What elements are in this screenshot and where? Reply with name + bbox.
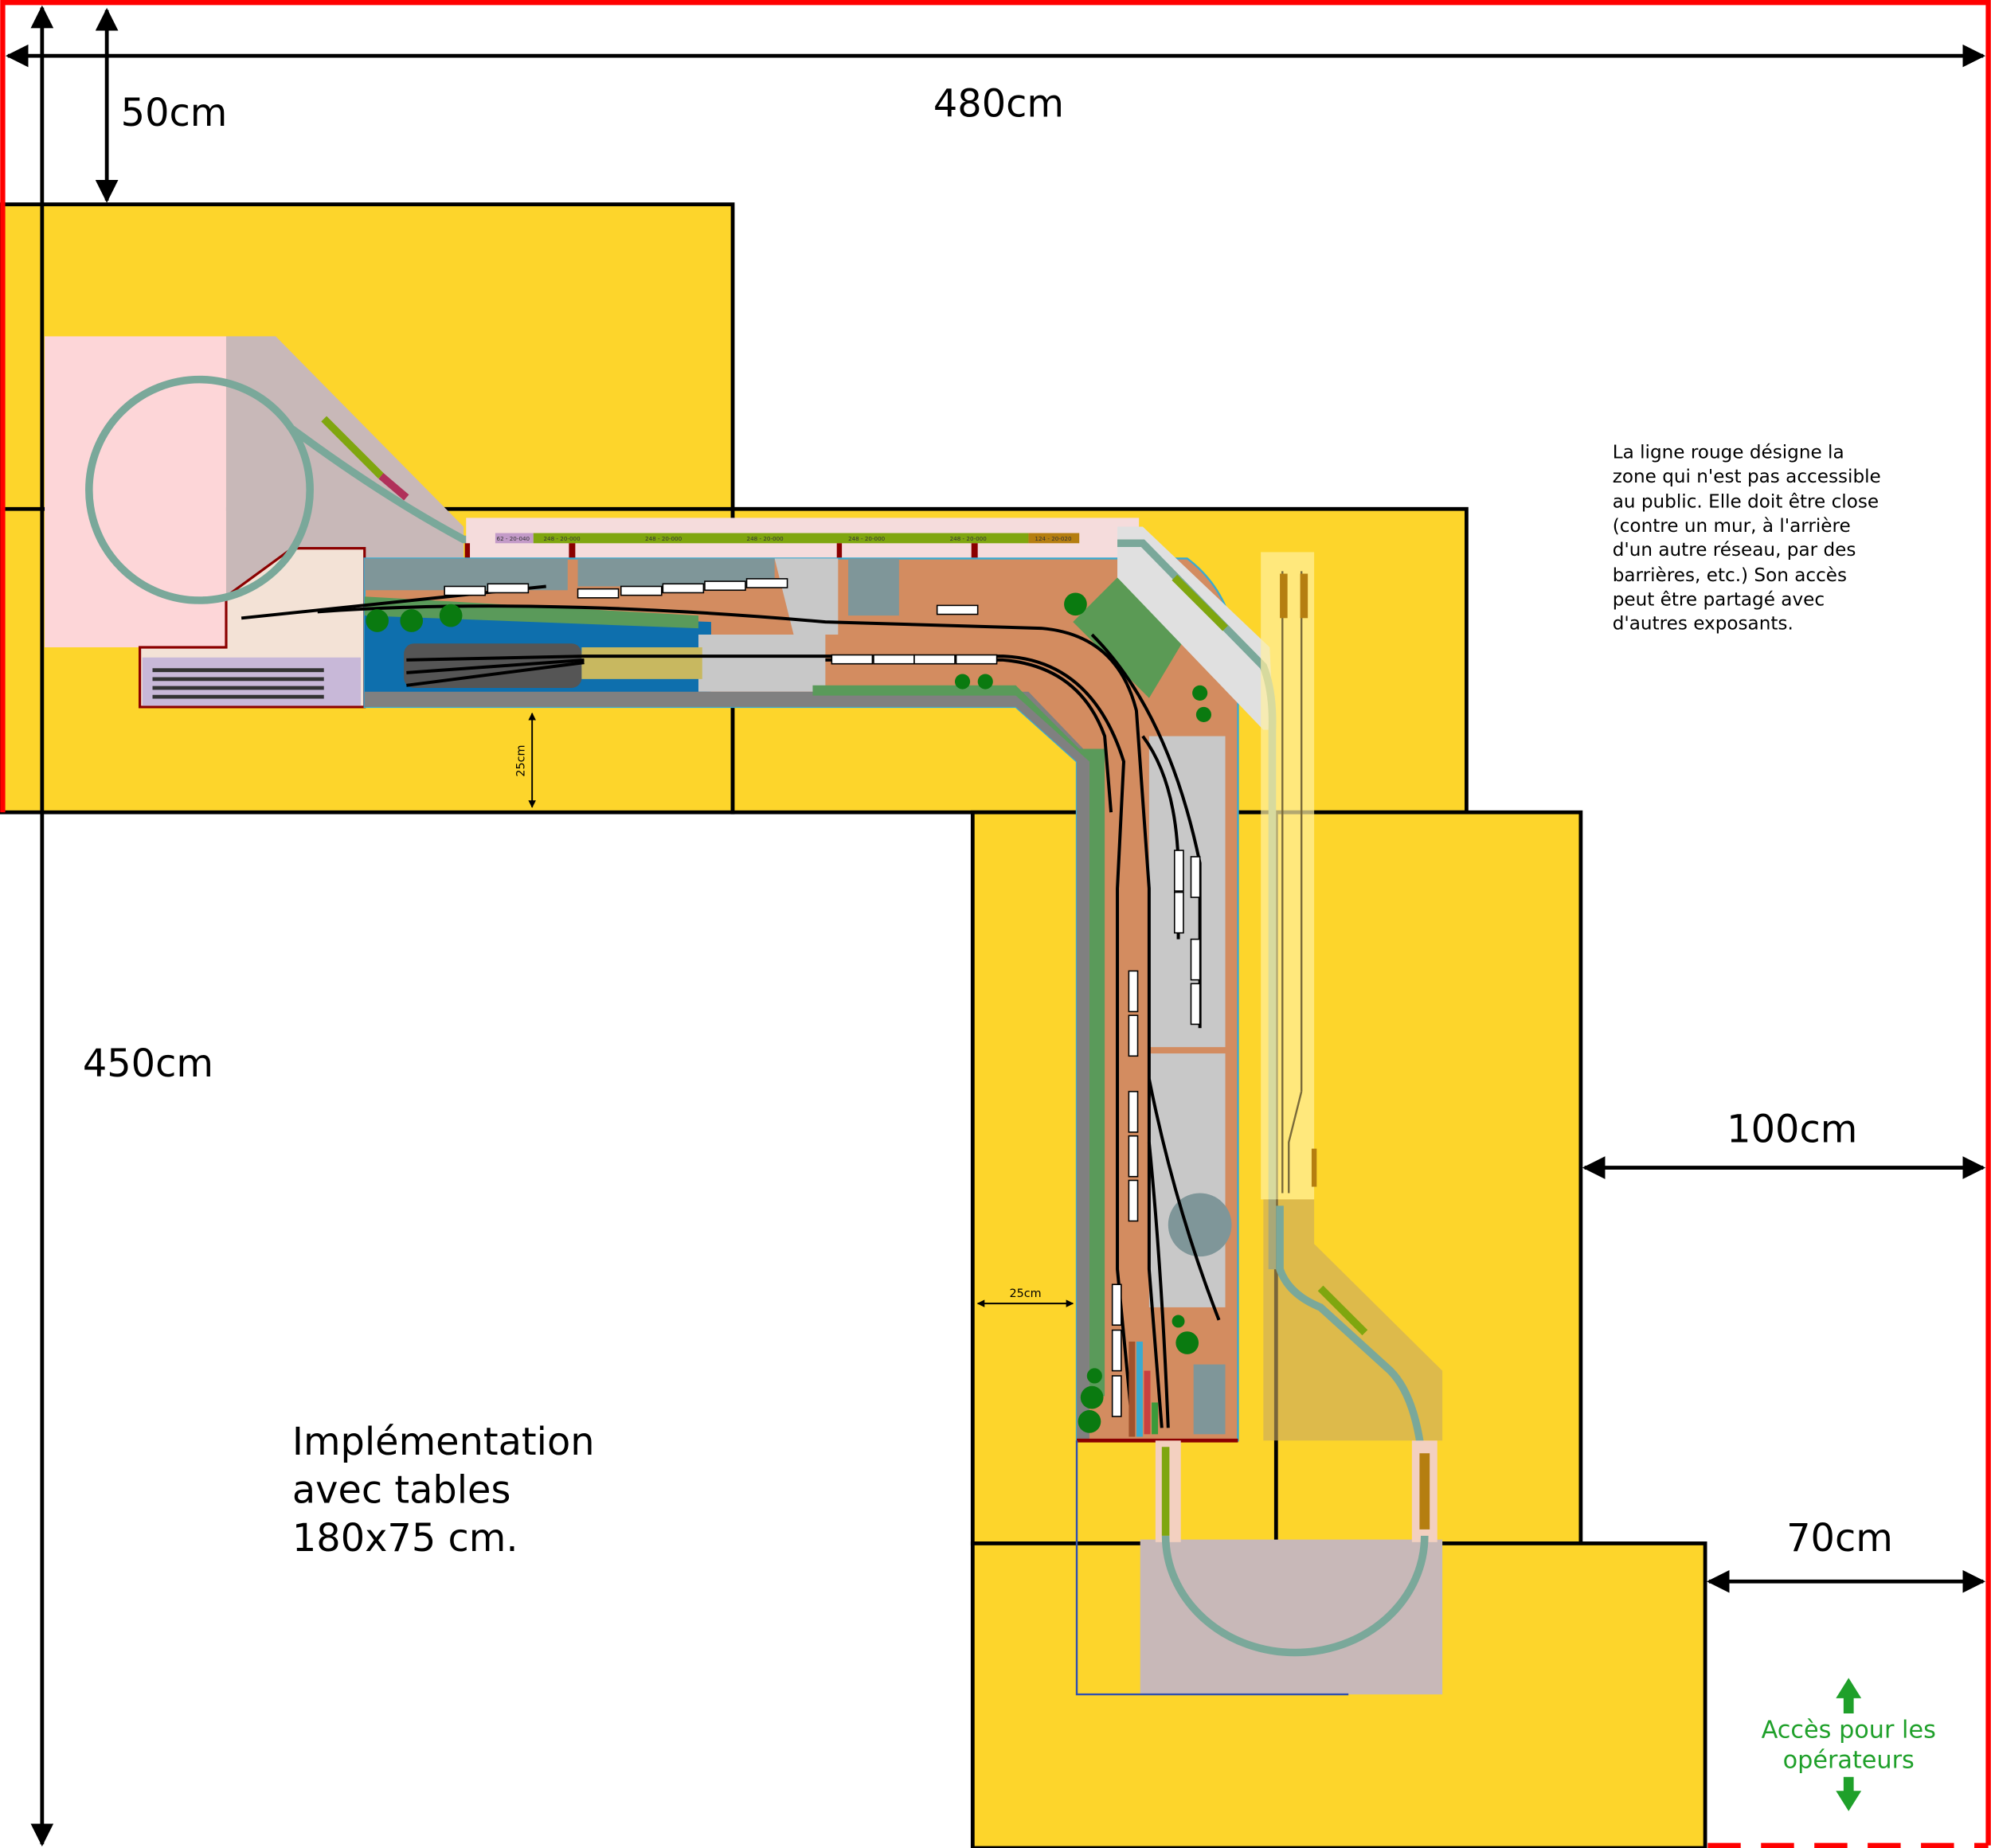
aisle-label-2: 25cm (1010, 1287, 1042, 1300)
arrow-down-icon (1836, 1776, 1862, 1811)
access-line-2: opérateurs (1783, 1747, 1915, 1775)
title-block: Implémentation avec tables 180x75 cm. (292, 1420, 595, 1561)
note-line: d'autres exposants. (1613, 614, 1793, 635)
aisle-label-1: 25cm (515, 745, 528, 777)
top-margin-label: 50cm (121, 92, 228, 135)
track-label: 248 - 20-000 (848, 535, 886, 542)
note-line: (contre un mur, à l'arrière (1613, 516, 1851, 537)
title-line-1: Implémentation (292, 1420, 595, 1464)
note-line: au public. Elle doit être close (1613, 492, 1879, 513)
title-line-2: avec tables (292, 1468, 511, 1512)
total-width-label: 480cm (933, 83, 1064, 127)
track-label: 248 - 20-000 (747, 535, 784, 542)
main-layout-horizontal: 62 - 20-040 248 - 20-000 248 - 20-000 24… (241, 518, 1239, 1443)
track-label: 248 - 20-000 (544, 535, 581, 542)
operator-access: Accès pour les opérateurs (1762, 1678, 1936, 1811)
left-return-loop (45, 336, 495, 709)
track-label: 62 - 20-040 (497, 535, 530, 542)
note-line: barrières, etc.) Son accès (1613, 565, 1847, 586)
track-label: 248 - 20-000 (950, 535, 988, 542)
restricted-zone-note: La ligne rouge désigne la zone qui n'est… (1613, 442, 1881, 634)
track-label: 124 - 20-020 (1035, 535, 1072, 542)
note-line: d'un autre réseau, par des (1613, 540, 1856, 561)
bottom-return-loop (1075, 1440, 1443, 1696)
dimension-arrows (5, 5, 1986, 1847)
right-lower-label: 70cm (1786, 1517, 1893, 1561)
note-line: La ligne rouge désigne la (1613, 442, 1844, 463)
note-line: peut être partagé avec (1613, 589, 1825, 610)
total-height-label: 450cm (83, 1042, 213, 1086)
arrow-up-icon (1836, 1678, 1862, 1714)
title-line-3: 180x75 cm. (292, 1517, 518, 1561)
track-label: 248 - 20-000 (645, 535, 683, 542)
access-line-1: Accès pour les (1762, 1716, 1936, 1744)
right-connection (1117, 526, 1443, 1536)
right-upper-label: 100cm (1727, 1108, 1857, 1152)
note-line: zone qui n'est pas accessible (1613, 467, 1881, 487)
